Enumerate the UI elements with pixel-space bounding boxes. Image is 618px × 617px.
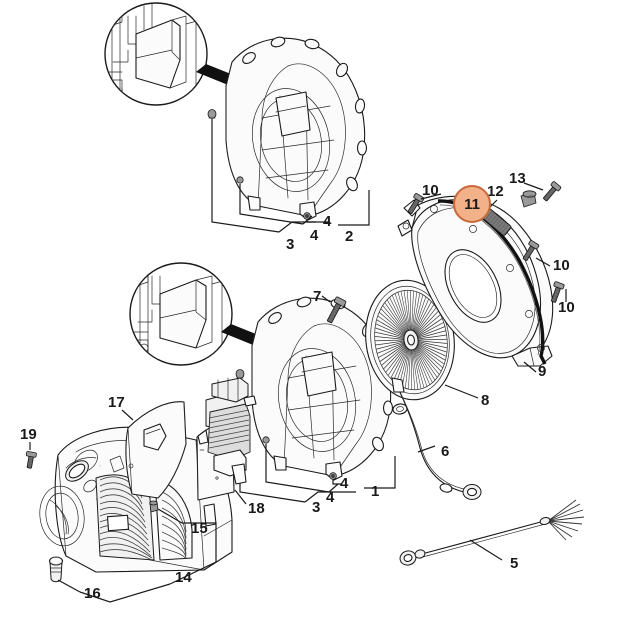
callout-10-top: 10	[422, 182, 439, 199]
cone-nut-and-screw-13	[520, 181, 562, 208]
callout-4-upper-b: 4	[323, 213, 332, 230]
fan-housing-lower	[251, 296, 394, 481]
callout-16: 16	[84, 585, 101, 602]
cover-screws-10	[407, 193, 567, 303]
callout-14: 14	[175, 569, 192, 586]
starter-rope	[399, 499, 585, 566]
housing-hardware-upper	[207, 109, 311, 220]
callout-7: 7	[313, 288, 322, 305]
cooling-fins	[208, 409, 250, 449]
leaders-upper	[211, 119, 370, 233]
callout-10-bottom: 10	[558, 299, 575, 316]
primer-bulb	[48, 556, 81, 593]
callout-17: 17	[108, 394, 125, 411]
callout-15: 15	[191, 520, 208, 537]
impeller-fan-wheel	[365, 279, 479, 415]
cylinder-engine	[197, 377, 257, 485]
bracket-lines-lower-left	[79, 522, 217, 603]
highlighted-part-11[interactable]: 11	[453, 185, 491, 223]
callout-19: 19	[20, 426, 37, 443]
callout-4-lower-b: 4	[340, 475, 349, 492]
callout-8: 8	[481, 392, 490, 409]
callout-4-upper-a: 4	[310, 227, 319, 244]
cover-screw-small-15	[149, 500, 183, 524]
callout-10-mid: 10	[553, 257, 570, 274]
callout-1: 1	[371, 483, 380, 500]
callout-3-lower: 3	[312, 499, 321, 516]
callout-6: 6	[441, 443, 450, 460]
callout-4-lower-a: 4	[326, 489, 335, 506]
callout-2: 2	[345, 228, 354, 245]
callout-13: 13	[509, 170, 526, 187]
impeller-blades	[374, 290, 448, 390]
fan-housing-upper	[225, 36, 368, 221]
callout-3-upper: 3	[286, 236, 295, 253]
screw-impeller	[321, 295, 347, 324]
rope-frayed-end	[547, 499, 585, 541]
engine-cover-assembly	[39, 426, 233, 573]
side-cover-panel	[121, 401, 187, 499]
callout-18: 18	[248, 500, 265, 517]
throttle-cable	[391, 377, 482, 500]
cover-screw-front-19	[25, 442, 37, 469]
callout-9: 9	[538, 363, 547, 380]
callout-12: 12	[487, 183, 504, 200]
callout-5: 5	[510, 555, 519, 572]
